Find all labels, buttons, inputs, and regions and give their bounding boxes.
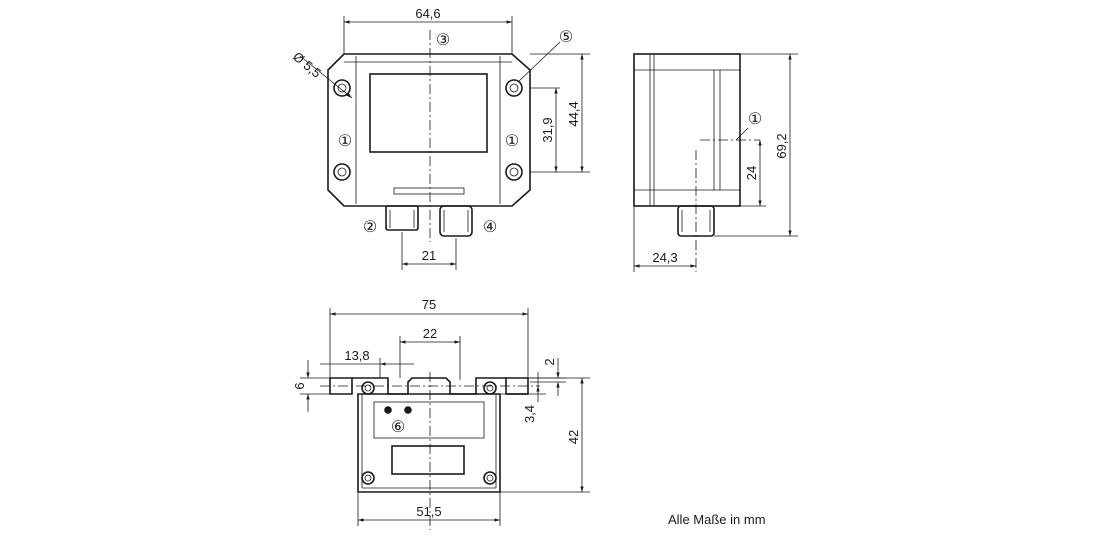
dim-side-height: 69,2 <box>774 133 789 158</box>
dim-bracket-22: 22 <box>423 326 437 341</box>
callout-1-front-right: ① <box>505 133 519 150</box>
dim-side-24: 24 <box>744 166 759 180</box>
dim-bracket-13-8: 13,8 <box>344 348 369 363</box>
dim-bracket-75: 75 <box>422 297 436 312</box>
dim-bracket-42: 42 <box>566 430 581 444</box>
dim-front-width: 64,6 <box>415 6 440 21</box>
callout-1-side: ① <box>748 111 762 128</box>
mounting-hole-bl <box>333 163 351 181</box>
mounting-hole-tr <box>505 79 523 97</box>
side-view: 69,2 24 24,3 ① <box>633 53 798 272</box>
dim-side-depth: 24,3 <box>652 250 677 265</box>
callout-3: ③ <box>436 32 450 49</box>
callout-4: ④ <box>483 219 497 236</box>
dim-bracket-51-5: 51,5 <box>416 504 441 519</box>
units-note: Alle Maße in mm <box>668 512 766 527</box>
dim-bracket-3-4: 3,4 <box>522 405 537 423</box>
front-housing <box>327 53 531 207</box>
mounting-hole-tl <box>333 79 351 97</box>
callout-6: ⑥ <box>391 419 405 436</box>
dim-height-31-9: 31,9 <box>540 117 555 142</box>
dim-hole-diameter: Ø 5,5 <box>290 49 324 81</box>
dim-bracket-6: 6 <box>292 382 307 389</box>
callout-5: ⑤ <box>559 29 573 46</box>
connector-right <box>439 205 473 237</box>
dim-height-44-4: 44,4 <box>566 101 581 126</box>
connector-left <box>385 205 419 231</box>
bracket-body <box>357 393 501 493</box>
mounting-hole-br <box>505 163 523 181</box>
bracket-view: 75 22 13,8 6 2 3,4 42 <box>292 297 590 530</box>
callout-1-front-left: ① <box>338 133 352 150</box>
front-view: 64,6 Ø 5,5 44,4 31,9 21 ③ ⑤ ① ① ② ④ <box>290 6 590 270</box>
dim-bracket-2: 2 <box>542 358 557 365</box>
display-window <box>369 73 488 153</box>
dim-connector-spacing: 21 <box>422 248 436 263</box>
callout-2: ② <box>363 219 377 236</box>
